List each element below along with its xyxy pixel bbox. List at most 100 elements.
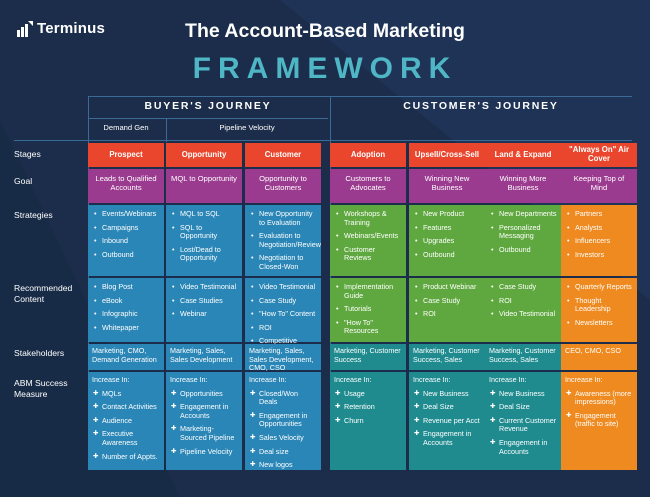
strategies-cell: MQL to SQLSQL to OpportunityLost/Dead to… (166, 205, 242, 276)
strategy-item: Outbound (413, 250, 481, 260)
content-item: eBook (92, 296, 160, 306)
logo-text: Terminus (37, 20, 106, 37)
pipeline-velocity-header: Pipeline Velocity (219, 123, 275, 132)
terminus-logo: Terminus (17, 20, 105, 37)
measure-heading: Increase In: (334, 375, 372, 384)
measure-item: Sales Velocity (249, 433, 317, 443)
strategies-cell: Workshops & TrainingWebinars/EventsCusto… (330, 205, 406, 276)
measure-heading: Increase In: (92, 375, 130, 384)
measure-item: Contact Activities (92, 403, 160, 412)
strategies-cell: New Opportunity to EvaluationEvaluation … (245, 205, 321, 276)
measure-item: Closed/Won Deals (249, 389, 317, 407)
content-item: Whitepaper (92, 323, 160, 333)
content-item: ROI (489, 296, 557, 306)
strategies-list: New Opportunity to EvaluationEvaluation … (249, 209, 321, 272)
measure-item: Opportunities (170, 389, 238, 399)
strategy-item: Inbound (92, 237, 160, 246)
goal-cell: MQL to Opportunity (166, 169, 242, 203)
strategies-cell: Events/WebinarsCampaignsInboundOutbound (88, 205, 164, 276)
content-item: Video Testimonial (489, 310, 557, 319)
measure-item: Current Customer Revenue (489, 416, 557, 434)
strategy-item: Partners (565, 209, 633, 219)
content-item: Case Study (249, 296, 317, 306)
content-list: Case StudyROI Video Testimonial (489, 282, 557, 319)
strategy-item: Analysts (565, 223, 633, 233)
strategy-item: Customer Reviews (334, 245, 402, 263)
content-cell: Quarterly ReportsThought LeadershipNewsl… (561, 278, 637, 342)
strategy-item: MQL to SQL (170, 209, 238, 219)
content-item: Newsletters (565, 318, 633, 328)
content-cell: Video TestimonialCase Study"How To" Cont… (245, 278, 321, 354)
terminus-logo-icon (17, 20, 33, 37)
row-label-content: Recommended Content (14, 283, 73, 304)
strategies-list: Workshops & TrainingWebinars/EventsCusto… (334, 209, 402, 263)
row-label-goal: Goal (14, 176, 33, 186)
strategy-item: Workshops & Training (334, 209, 402, 227)
strategy-item: New Product (413, 209, 481, 219)
measure-heading: Increase In: (565, 375, 603, 384)
content-item: Infographic (92, 310, 160, 319)
goal-cell: Winning More Business (485, 169, 561, 203)
content-list: Implementation GuideTutorials"How To" Re… (334, 282, 402, 336)
stage-cell: Customer (245, 143, 321, 167)
content-cell: Case StudyROI Video Testimonial (485, 278, 561, 342)
strategy-item: Influencers (565, 237, 633, 246)
strategies-cell: New ProductFeaturesUpgradesOutbound (409, 205, 485, 276)
measure-cell: Increase In:New BusinessDeal SizeCurrent… (485, 372, 561, 470)
measure-cell: Increase In:MQLsContact ActivitiesAudien… (88, 372, 164, 470)
stakeholders-cell: Marketing, CMO, Demand Generation (88, 344, 164, 370)
measure-item: Deal Size (413, 403, 481, 412)
content-item: Case Study (413, 296, 481, 306)
measure-list: Awareness (more impressions) Engagement (… (565, 389, 633, 429)
strategy-item: New Departments (489, 209, 557, 219)
content-item: Quarterly Reports (565, 282, 633, 292)
measure-item: Engagement (traffic to site) (565, 411, 633, 429)
row-label-measure: ABM Success Measure (14, 378, 68, 399)
goal-cell: Keeping Top of Mind (561, 169, 637, 203)
content-cell: Blog PosteBookInfographicWhitepaper (88, 278, 164, 342)
strategy-item: Outbound (489, 245, 557, 255)
strategy-item: Evaluation to Negotiation/Review (249, 231, 321, 249)
stage-cell: Land & Expand (485, 143, 561, 167)
goal-cell: Customers to Advocates (330, 169, 406, 203)
measure-item: New Business (413, 389, 481, 399)
strategy-item: Outbound (92, 250, 160, 260)
measure-item: Number of Appts. (92, 452, 160, 462)
content-cell: Implementation GuideTutorials"How To" Re… (330, 278, 406, 342)
measure-item: MQLs (92, 389, 160, 399)
stakeholders-cell: Marketing, Sales, Sales Development, CMO… (245, 344, 321, 372)
grid-line (88, 118, 328, 119)
strategy-item: Investors (565, 250, 633, 260)
measure-cell: Increase In:OpportunitiesEngagement in A… (166, 372, 242, 470)
row-label-stages: Stages (14, 149, 41, 159)
strategies-list: New DepartmentsPersonalized MessagingOut… (489, 209, 557, 255)
strategies-cell: New DepartmentsPersonalized MessagingOut… (485, 205, 561, 276)
content-list: Video TestimonialCase StudiesWebinar (170, 282, 238, 319)
content-item: Webinar (170, 310, 238, 319)
grid-line (166, 118, 167, 142)
content-item: ROI (249, 323, 317, 333)
measure-heading: Increase In: (249, 375, 287, 384)
buyers-journey-header: BUYER'S JOURNEY (144, 100, 272, 112)
content-item: Product Webinar (413, 282, 481, 292)
stage-cell: Upsell/Cross-Sell (409, 143, 485, 167)
strategy-item: Upgrades (413, 237, 481, 246)
measure-item: Awareness (more impressions) (565, 389, 633, 407)
content-list: Quarterly ReportsThought LeadershipNewsl… (565, 282, 633, 328)
goal-cell: Leads to Qualified Accounts (88, 169, 164, 203)
measure-cell: Increase In:Closed/Won DealsEngagement i… (245, 372, 321, 470)
strategy-item: Personalized Messaging (489, 223, 557, 241)
content-item: Case Study (489, 282, 557, 292)
grid-line (88, 96, 632, 98)
strategies-cell: PartnersAnalystsInfluencersInvestors (561, 205, 637, 276)
strategies-list: MQL to SQLSQL to OpportunityLost/Dead to… (170, 209, 238, 263)
measure-item: New Business (489, 389, 557, 399)
strategy-item: Events/Webinars (92, 209, 160, 219)
measure-item: Engagement in Accounts (489, 438, 557, 456)
measure-list: UsageRetentionChurn (334, 389, 402, 426)
content-list: Product WebinarCase StudyROI (413, 282, 481, 319)
strategy-item: New Opportunity to Evaluation (249, 209, 317, 227)
measure-item: Executive Awareness (92, 430, 160, 447)
stakeholders-cell: Marketing, Customer Success (330, 344, 406, 370)
row-label-stakeholders: Stakeholders (14, 348, 65, 358)
